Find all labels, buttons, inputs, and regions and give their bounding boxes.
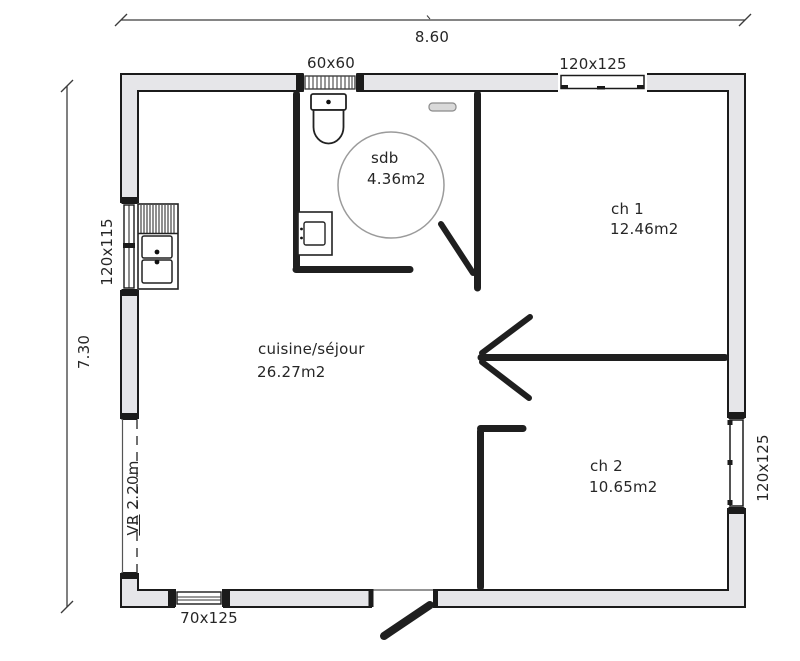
dimension-lines <box>60 13 752 614</box>
sdb-door <box>438 221 476 276</box>
bay-opening-label: VR 2.20m <box>124 460 142 535</box>
ch1-window-label: 120x125 <box>559 55 627 73</box>
room-ch1-name: ch 1 <box>611 200 644 218</box>
wc-window-symbol <box>296 72 364 93</box>
room-ch1-area: 12.46m2 <box>610 220 679 238</box>
entrance-opening-symbol <box>368 588 438 609</box>
vent-grille-icon <box>428 102 457 112</box>
bottom-window-label: 70x125 <box>180 609 238 627</box>
kitchen-window-symbol <box>120 197 139 296</box>
exterior-walls <box>120 73 746 608</box>
kitchen-sink-icon <box>137 203 179 290</box>
kitchen-window-label: 120x115 <box>98 218 116 286</box>
room-sdb-name: sdb <box>371 149 399 167</box>
door-leaves <box>380 221 533 640</box>
ch1-door <box>479 314 533 356</box>
bottom-window-symbol <box>168 588 230 609</box>
entrance-door <box>380 601 434 640</box>
room-ch2-area: 10.65m2 <box>589 478 658 496</box>
room-ch2-name: ch 2 <box>590 457 623 475</box>
overall-width-label: 8.60 <box>414 28 450 46</box>
ch2-window-label: 120x125 <box>754 434 772 502</box>
toilet-icon <box>310 93 347 145</box>
interior-walls <box>292 90 729 591</box>
overall-height-label: 7.30 <box>75 334 93 370</box>
room-cuisine-name: cuisine/séjour <box>258 340 365 358</box>
ch2-window-symbol <box>727 412 746 514</box>
ch1-window-symbol <box>558 72 647 93</box>
bay-opening-symbol <box>119 413 140 579</box>
bay-size: 2.20m <box>124 460 142 510</box>
bay-code: VR <box>124 514 142 536</box>
ch2-door <box>479 359 532 401</box>
room-sdb-area: 4.36m2 <box>367 170 426 188</box>
room-cuisine-area: 26.27m2 <box>257 363 326 381</box>
turning-circle <box>337 131 445 239</box>
wc-window-label: 60x60 <box>306 54 356 72</box>
washbasin-icon <box>297 211 333 256</box>
